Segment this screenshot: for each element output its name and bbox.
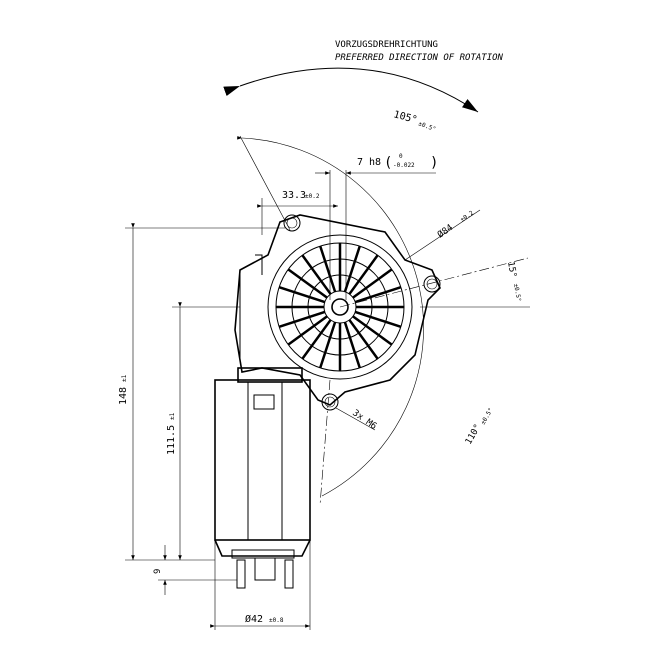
thread-leader: [335, 407, 376, 431]
angle-right-tol: ±0.5°: [512, 283, 522, 302]
paren-close: ): [430, 155, 438, 171]
gear-rib: [301, 319, 332, 360]
gear-rib: [354, 286, 402, 304]
gear-rib: [319, 321, 337, 369]
connector-value: 9: [153, 569, 163, 574]
angle-leg-right: [339, 257, 529, 308]
angle-leg-top: [239, 135, 291, 231]
flange-leader: [404, 209, 481, 261]
motor-body: [214, 367, 311, 589]
gear-rib: [287, 268, 328, 299]
height-axis-tol: ±1: [169, 412, 176, 420]
gear-rib: [352, 315, 393, 346]
gear-rib: [348, 254, 379, 295]
offset-value: 33.3: [282, 190, 306, 201]
gear-rib: [278, 286, 326, 304]
thread-value: 3x M6: [350, 408, 378, 432]
paren-open: (: [384, 155, 392, 171]
height-total-value: 148: [118, 387, 129, 405]
shaft-value: 7 h8: [357, 157, 381, 168]
gear-rib: [352, 268, 393, 299]
shaft-tol-upper: 0: [399, 153, 403, 160]
gearbox-housing: [234, 214, 441, 411]
gear-rib: [301, 254, 332, 295]
title-german: VORZUGSDREHRICHTUNG: [335, 40, 438, 50]
angle-bottom-value: 110°: [464, 423, 484, 447]
title-english: PREFERRED DIRECTION OF ROTATION: [335, 53, 504, 63]
gear-rib: [319, 245, 337, 293]
angle-right-value: 15°: [505, 261, 518, 279]
rotation-arrow: [223, 67, 479, 113]
angle-arc: [237, 135, 424, 497]
gear-rib: [354, 310, 402, 328]
motor-dia-tol: ±0.8: [269, 617, 284, 624]
angle-top-value: 105°: [392, 109, 418, 126]
motor-dia-value: Ø42: [245, 613, 263, 625]
offset-tol: ±0.2: [305, 193, 320, 200]
gear-rib: [348, 319, 379, 360]
gear-rib: [287, 315, 328, 346]
angle-bottom-tol: ±0.5°: [480, 407, 495, 426]
flange-tol: ±0.2: [459, 209, 475, 223]
height-total-tol: ±1: [121, 374, 128, 382]
gear-rib: [278, 310, 326, 328]
shaft-tol-lower: -0.022: [393, 162, 415, 169]
gear-rib: [343, 245, 361, 293]
gear-rib: [343, 321, 361, 369]
angle-top-tol: ±0.5°: [417, 120, 436, 133]
height-axis-value: 111.5: [166, 425, 177, 455]
angle-leg-bottom: [319, 379, 331, 506]
